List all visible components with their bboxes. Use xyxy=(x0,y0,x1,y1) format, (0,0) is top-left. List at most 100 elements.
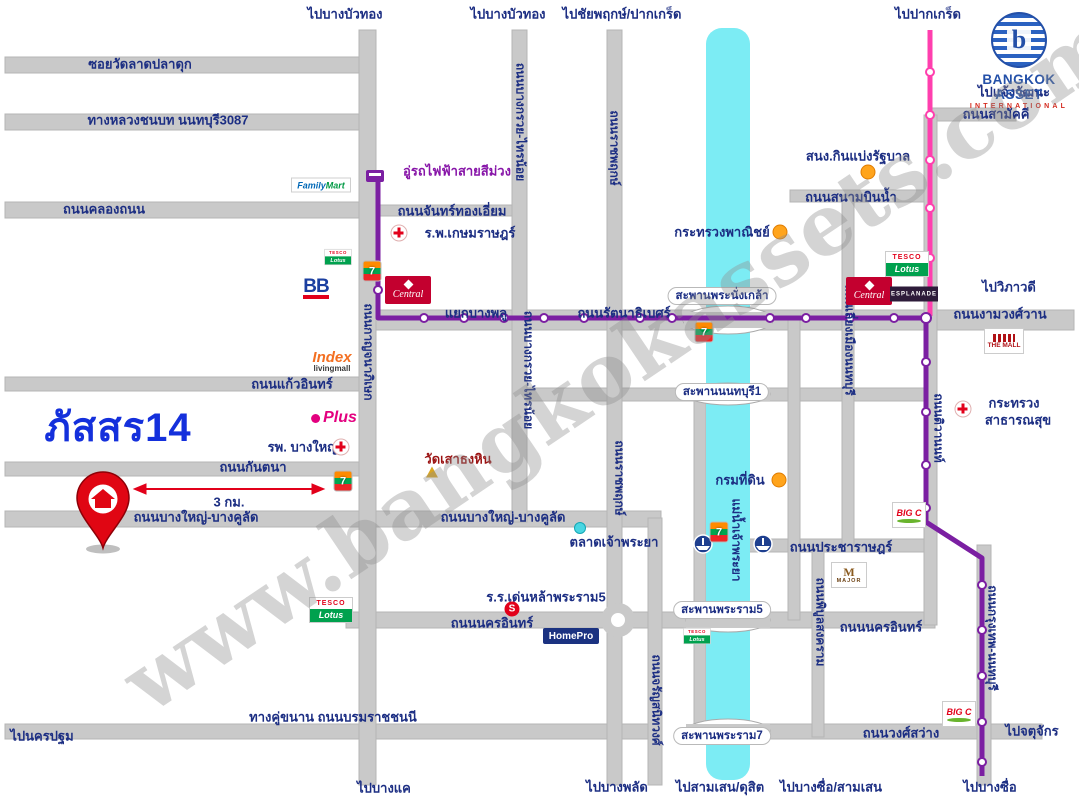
commerce-ministry: กระทรวงพาณิชย์ xyxy=(674,224,770,240)
seven-eleven-logo-1: 7 xyxy=(362,260,382,282)
bangkruai-sainoi-road-2: ถนนบางกรวย-ไทรน้อย xyxy=(521,310,536,430)
health-ministry-cross-icon xyxy=(954,400,972,418)
chaophraya-market: ตลาดเจ้าพระยา xyxy=(569,534,659,550)
bigc-swoosh-icon xyxy=(947,718,971,722)
homepro-logo: HomePro xyxy=(543,628,599,644)
krungthep-nonthaburi-road: ถนนกรุงเทพ-นนทบุรี xyxy=(985,585,1000,691)
nakhon-in-road-1: ถนนนครอินทร์ xyxy=(450,615,534,631)
wongsawang-road: ถนนวงศ์สว่าง xyxy=(862,725,940,741)
roundabout xyxy=(601,603,635,637)
pracharat-road: ถนนประชาราษฎร์ xyxy=(789,539,893,555)
rama7-bridge: สะพานพระราม7 xyxy=(673,727,771,745)
health-ministry-line2: สาธารณสุข xyxy=(984,412,1052,428)
esplanade-logo: ESPLANADE xyxy=(890,286,938,302)
land-department: กรมที่ดิน xyxy=(715,472,765,488)
ngamwongwan-road: ถนนงามวงศ์วาน xyxy=(953,306,1047,322)
the-mall-stripes-icon xyxy=(993,333,1015,342)
central-flower-icon xyxy=(403,279,413,289)
bigc-logo-2: BIG C xyxy=(942,701,976,727)
sanambinnam-road: ถนนสนามบินน้ำ xyxy=(805,189,897,205)
kasemrad-hospital: ร.พ.เกษมราษฎร์ xyxy=(424,225,516,241)
bangyai-hospital: รพ. บางใหญ่ xyxy=(267,439,339,455)
bangyai-bangkhulat-road-2: ถนนบางใหญ่-บางคูลัด xyxy=(440,509,566,525)
rama5-bridge: สะพานพระราม5 xyxy=(673,601,771,619)
purple-line xyxy=(366,170,985,776)
temple-icon xyxy=(426,466,438,478)
to-bangkhae: ไปบางแค xyxy=(357,780,411,796)
to-chatuchak: ไปจตุจักร xyxy=(1005,723,1059,739)
bangkok-asset-globe-icon: b xyxy=(991,12,1047,68)
purple-line-depot: อู่รถไฟฟ้าสายสีม่วง xyxy=(403,163,511,179)
bb-bar xyxy=(303,295,329,299)
bigc-swoosh-icon xyxy=(897,519,921,523)
the-mall-logo: THE MALL xyxy=(984,328,1024,354)
lottery-office-dot-icon xyxy=(860,164,876,180)
bangyai-hospital-cross-icon xyxy=(332,438,350,456)
central-flower-icon xyxy=(864,280,874,290)
major-m-icon: M xyxy=(843,564,855,579)
to-wiphawadi: ไปวิภาวดี xyxy=(982,279,1036,295)
lottery-office: สนง.กินแบ่งรัฐบาล xyxy=(805,148,911,164)
project-location-pin xyxy=(76,471,130,554)
kantana-road: ถนนกันตนา xyxy=(219,459,287,475)
tiwanon-road: ถนนติวานนท์ xyxy=(931,393,946,463)
denla-school: ร.ร.เด่นหล้าพระราม5 xyxy=(486,589,606,605)
to-bangbuathong-2: ไปบางบัวทอง xyxy=(470,6,546,22)
plus-logo: Plus xyxy=(311,409,357,427)
central-logo-1: Central xyxy=(385,276,431,304)
passorn-14: ภัสสร14 xyxy=(44,406,192,450)
borommaratchachonnani-road: ทางคู่ขนาน ถนนบรมราชชนนี xyxy=(249,709,417,725)
home-icon xyxy=(91,489,115,508)
phibunsongkhram-road: ถนนพิบูลสงคราม xyxy=(813,577,828,667)
seven-eleven-logo-3: 7 xyxy=(694,321,714,343)
wat-sao-thong-hin: วัดเสาธงหิน xyxy=(424,451,492,467)
purple-line-stations xyxy=(373,285,987,767)
nonthaburi1-bridge: สะพานนนทบุรี1 xyxy=(674,383,770,401)
to-bangbuathong-1: ไปบางบัวทอง xyxy=(307,6,383,22)
charansanitwong-road: ถนนจรัญสนิทวงศ์ xyxy=(649,654,664,746)
to-nakhonpathom: ไปนครปฐม xyxy=(10,728,74,744)
health-ministry-line1: กระทรวง xyxy=(988,395,1040,411)
bangkruai-sainoi-road-1: ถนนบางกรวย-ไทรน้อย xyxy=(513,62,528,182)
chan-thong-iam-road: ถนนจันทร์ทองเอี่ยม xyxy=(397,203,507,219)
kanchanaphisek-road: ถนนกาญจนาภิเษก xyxy=(361,303,376,401)
familymart-text-2: Mart xyxy=(325,180,345,190)
distance-arrow xyxy=(132,483,326,495)
samakkhi-road: ถนนสามัคคี xyxy=(962,106,1030,122)
kaeo-in-road: ถนนแก้วอินทร์ xyxy=(251,376,333,392)
denla-school-logo: S xyxy=(504,601,520,617)
soi-wat-lat-pla-duk: ซอยวัดลาดปลาดุก xyxy=(88,56,192,72)
nakhon-in-road-2: ถนนนครอินทร์ xyxy=(839,619,923,635)
rural-highway-3087: ทางหลวงชนบท นนทบุรี3087 xyxy=(87,112,249,128)
bangkok-asset-b-icon: b xyxy=(1006,27,1032,53)
to-bangphlat: ไปบางพลัด xyxy=(586,779,648,795)
ratchaphruek-road-1: ถนนราชพฤกษ์ xyxy=(607,110,622,186)
seven-eleven-logo-4: 7 xyxy=(709,521,729,543)
central-logo-2: Central xyxy=(846,277,892,305)
chaophraya-market-dot-icon xyxy=(574,522,586,534)
seven-eleven-logo-2: 7 xyxy=(333,470,353,492)
khlong-thanon-road: ถนนคลองถนน xyxy=(62,201,146,217)
ratchaphruek-road-2: ถนนราชพฤกษ์ xyxy=(612,440,627,516)
to-pakkret: ไปปากเกร็ด xyxy=(895,6,961,22)
to-bangsue-samsen: ไปบางซื่อ/สามเสน xyxy=(779,779,883,795)
bangphlu-junction: แยกบางพลู xyxy=(444,305,508,321)
bangkok-asset-logo: b BANGKOK ASSET INTERNATIONAL xyxy=(959,12,1079,110)
commerce-ministry-dot-icon xyxy=(772,224,788,240)
kasemrad-hospital-cross-icon xyxy=(390,224,408,242)
rattanathibet-road: ถนนรัตนาธิเบศร์ xyxy=(577,305,671,321)
phranangklao-bridge: สะพานพระนั่งเกล้า xyxy=(667,287,777,305)
land-department-dot-icon xyxy=(771,472,787,488)
pier-icon-west xyxy=(693,534,713,554)
to-bangsue: ไปบางซื่อ xyxy=(963,779,1017,795)
bigc-logo-1: BIG C xyxy=(892,502,926,528)
